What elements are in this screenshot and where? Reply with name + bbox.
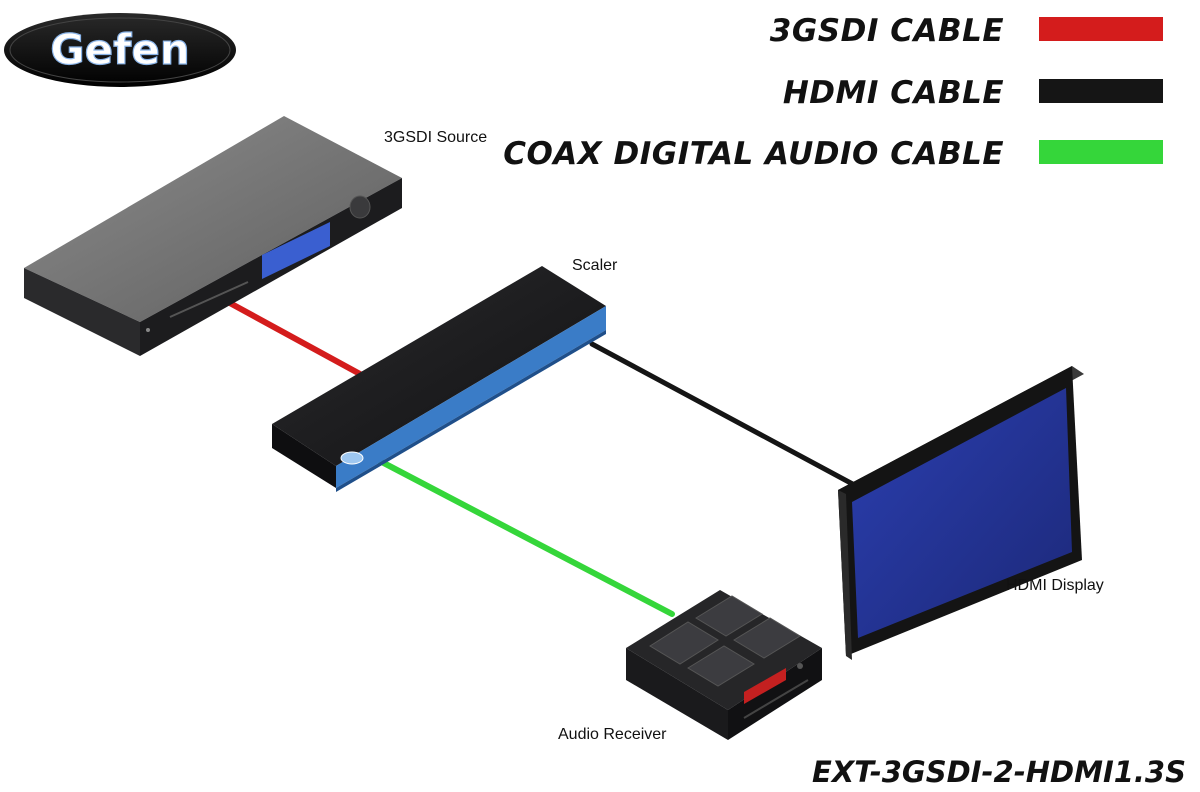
hdmi-display-device	[838, 366, 1084, 660]
sdi-source-device	[24, 116, 402, 356]
legend-label-coax: COAX DIGITAL AUDIO CABLE	[503, 136, 1004, 172]
audio-receiver-device	[626, 590, 822, 740]
gefen-logo: Gefen	[4, 13, 236, 87]
receiver-panel-3	[687, 645, 755, 687]
scaler-badge	[340, 451, 364, 465]
legend-label-hdmi: HDMI CABLE	[782, 75, 1004, 111]
source-display-panel	[262, 222, 330, 279]
label-audio-receiver: Audio Receiver	[558, 726, 667, 743]
coax-cable	[375, 457, 675, 617]
scaler-device	[272, 266, 606, 492]
receiver-display	[744, 668, 786, 704]
legend-swatch-hdmi	[1039, 79, 1163, 103]
label-hdmi-display: HDMI Display	[1006, 577, 1104, 594]
hdmi-cable	[589, 341, 863, 491]
receiver-panel-4	[733, 617, 801, 659]
scaler-blue-panel	[336, 306, 606, 488]
display-screen	[852, 388, 1072, 638]
source-knob	[349, 195, 371, 219]
legend-swatch-3gsdi	[1039, 17, 1163, 41]
legend-swatch-coax	[1039, 140, 1163, 164]
legend-label-3gsdi: 3GSDI CABLE	[769, 13, 1004, 49]
receiver-panel-2	[695, 595, 763, 637]
logo-text: Gefen	[50, 25, 190, 74]
cables	[225, 299, 863, 617]
receiver-panel-1	[649, 621, 719, 665]
label-scaler: Scaler	[572, 257, 618, 274]
model-number: EXT-3GSDI-2-HDMI1.3S	[812, 755, 1186, 789]
label-sdi-source: 3GSDI Source	[384, 129, 488, 146]
sdi-cable	[225, 299, 363, 377]
